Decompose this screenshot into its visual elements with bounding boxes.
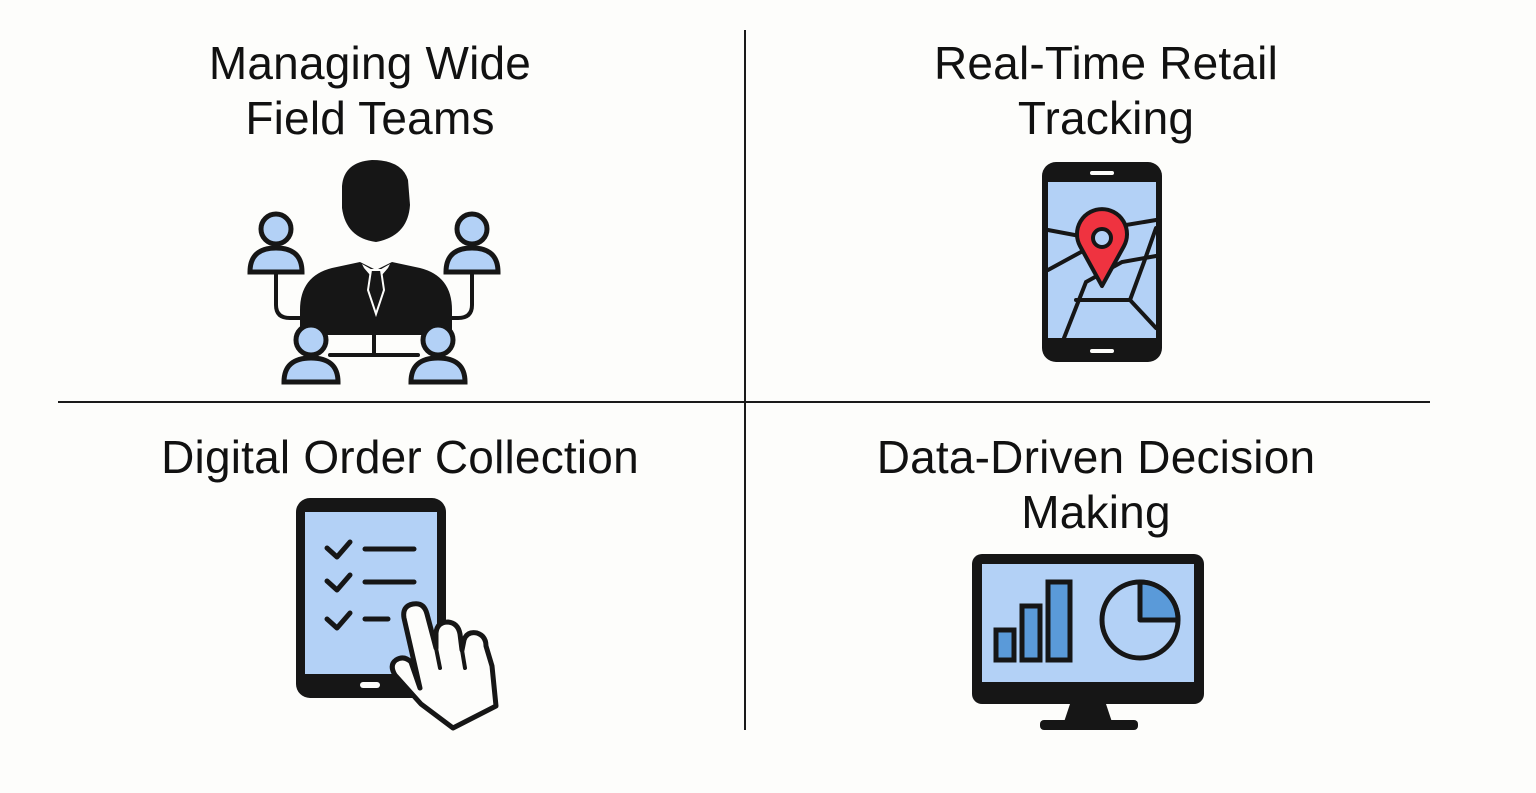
monitor-charts-icon bbox=[972, 554, 1204, 730]
horizontal-divider bbox=[58, 401, 1430, 403]
team-hierarchy-icon bbox=[247, 160, 501, 385]
quadrant-title: Digital Order Collection bbox=[100, 430, 700, 485]
vertical-divider bbox=[744, 30, 746, 730]
phone-map-pin-icon bbox=[1042, 162, 1162, 362]
title-line: Field Teams bbox=[245, 92, 495, 144]
quadrant-title: Data-Driven Decision Making bbox=[836, 430, 1356, 540]
quadrant-title: Managing Wide Field Teams bbox=[130, 36, 610, 146]
title-line: Data-Driven Decision bbox=[876, 431, 1316, 483]
tablet-checklist-icon bbox=[296, 498, 499, 731]
quadrant-managing-field-teams: Managing Wide Field Teams bbox=[130, 36, 610, 146]
title-line: Managing Wide bbox=[208, 37, 532, 89]
quadrant-data-driven-decisions: Data-Driven Decision Making bbox=[836, 430, 1356, 540]
title-line: Real-Time Retail bbox=[933, 37, 1279, 89]
title-line: Digital Order Collection bbox=[161, 431, 639, 483]
quadrant-retail-tracking: Real-Time Retail Tracking bbox=[866, 36, 1346, 146]
title-line: Tracking bbox=[1017, 92, 1195, 144]
quadrant-title: Real-Time Retail Tracking bbox=[866, 36, 1346, 146]
title-line: Making bbox=[1021, 486, 1171, 538]
quadrant-order-collection: Digital Order Collection bbox=[100, 430, 700, 485]
